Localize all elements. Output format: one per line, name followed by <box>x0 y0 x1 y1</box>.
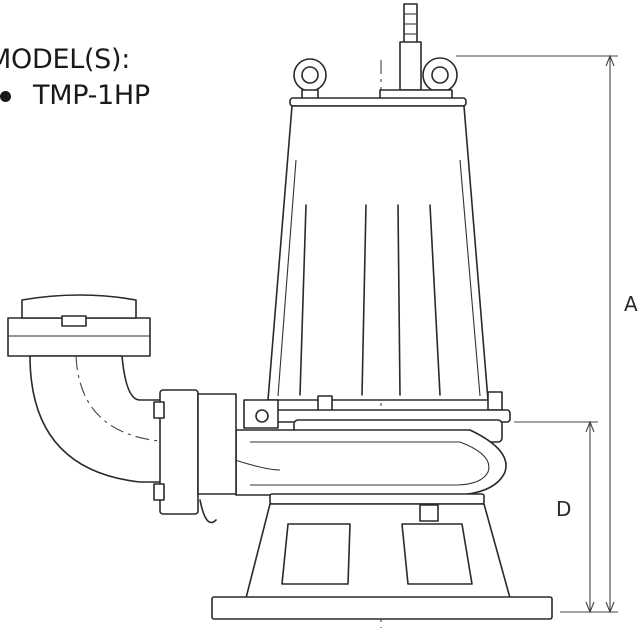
base-plate <box>211 596 553 620</box>
bolt <box>487 391 503 411</box>
pump-body <box>199 3 553 620</box>
adapter <box>197 393 237 495</box>
cable-shaft <box>403 3 418 47</box>
discharge-elbow <box>7 294 237 524</box>
model-items: TMP-1HP <box>0 78 150 114</box>
stand-window-left <box>281 523 351 585</box>
dimension-a-label: A <box>624 292 638 316</box>
side-flange <box>159 389 199 515</box>
elbow-pipe <box>29 355 177 483</box>
stand-window-right <box>401 523 473 585</box>
bolt <box>419 504 439 522</box>
dimension-d-label: D <box>556 497 572 521</box>
cable-gland <box>399 41 422 91</box>
models-heading: MODEL(S): <box>0 44 131 75</box>
lifting-eye-left <box>293 58 327 101</box>
model-name: TMP-1HP <box>33 80 150 111</box>
list-item: TMP-1HP <box>0 78 150 114</box>
model-list: MODEL(S): TMP-1HP <box>0 42 150 114</box>
dimension-d <box>514 420 598 614</box>
bullet-icon <box>0 90 11 102</box>
terminal-box <box>243 399 279 429</box>
dimension-a <box>456 54 618 614</box>
base-ring <box>269 493 485 505</box>
